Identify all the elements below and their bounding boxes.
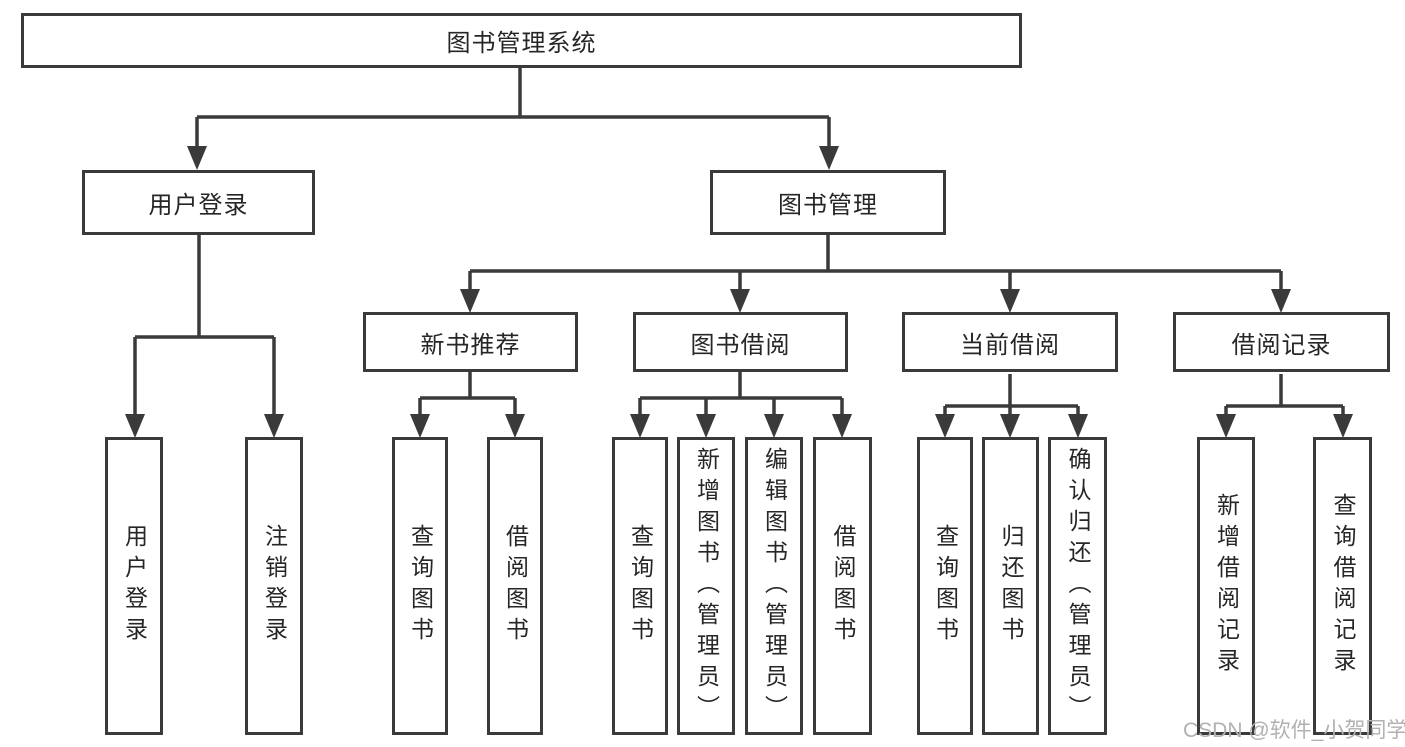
leaf-add-borrow-record: 新增借阅记录 xyxy=(1197,437,1255,735)
level3-box-current-borrow: 当前借阅 xyxy=(902,312,1118,372)
level2-label: 图书管理 xyxy=(778,192,878,219)
connector-new-book-rec-children xyxy=(418,372,517,418)
level3-label: 新书推荐 xyxy=(420,331,521,359)
leaf-return-books: 归还图书 xyxy=(982,437,1039,735)
level2-label: 用户登录 xyxy=(148,192,249,219)
leaf-label: 借阅图书 xyxy=(502,524,529,648)
leaf-label: 注销登录 xyxy=(261,524,288,648)
level3-label: 借阅记录 xyxy=(1231,331,1332,359)
level3-box-borrow-record: 借阅记录 xyxy=(1173,312,1390,372)
connector-user-login-children xyxy=(133,235,276,418)
root-label: 图书管理系统 xyxy=(446,30,597,57)
leaf-query-books-rec: 查询图书 xyxy=(392,437,448,735)
leaf-add-books-admin: 新增图书（管理员） xyxy=(677,437,735,735)
leaf-label: 查询借阅记录 xyxy=(1330,493,1356,679)
level2-box-book-mgmt: 图书管理 xyxy=(710,170,946,235)
leaf-label: 新增图书（管理员） xyxy=(693,446,720,726)
connector-book-mgmt-to-level3 xyxy=(468,235,1283,293)
root-box-system: 图书管理系统 xyxy=(21,13,1022,68)
leaf-edit-books-admin: 编辑图书（管理员） xyxy=(745,437,803,735)
leaf-label: 归还图书 xyxy=(998,524,1024,648)
level3-box-book-borrow: 图书借阅 xyxy=(633,312,848,372)
level3-box-new-book-rec: 新书推荐 xyxy=(363,312,578,372)
leaf-confirm-return-admin: 确认归还（管理员） xyxy=(1048,437,1107,735)
leaf-user-login: 用户登录 xyxy=(105,437,163,735)
leaf-query-borrow-record: 查询借阅记录 xyxy=(1313,437,1372,735)
leaf-label: 借阅图书 xyxy=(830,524,856,648)
level3-label: 当前借阅 xyxy=(960,331,1060,359)
leaf-label: 用户登录 xyxy=(121,524,148,648)
leaf-label: 确认归还（管理员） xyxy=(1065,446,1091,726)
leaf-borrow-books-rec: 借阅图书 xyxy=(487,437,543,735)
connector-root-to-level2 xyxy=(195,68,831,150)
connector-book-borrow-children xyxy=(638,372,844,418)
leaf-label: 查询图书 xyxy=(932,524,959,648)
watermark: CSDN @软件_小贺同学 xyxy=(1183,719,1405,742)
level3-label: 图书借阅 xyxy=(690,331,791,359)
leaf-label: 查询图书 xyxy=(407,524,434,648)
leaf-query-books-borrow: 查询图书 xyxy=(612,437,668,735)
leaf-label: 新增借阅记录 xyxy=(1213,493,1240,679)
level2-box-user-login: 用户登录 xyxy=(82,170,315,235)
leaf-label: 编辑图书（管理员） xyxy=(761,446,788,726)
leaf-logout: 注销登录 xyxy=(245,437,303,735)
connector-borrow-record-children xyxy=(1224,374,1345,418)
arrowheads xyxy=(125,146,1353,438)
connector-current-borrow-children xyxy=(943,374,1080,418)
leaf-borrow-books: 借阅图书 xyxy=(813,437,872,735)
leaf-label: 查询图书 xyxy=(627,524,654,648)
leaf-query-books-current: 查询图书 xyxy=(917,437,973,735)
